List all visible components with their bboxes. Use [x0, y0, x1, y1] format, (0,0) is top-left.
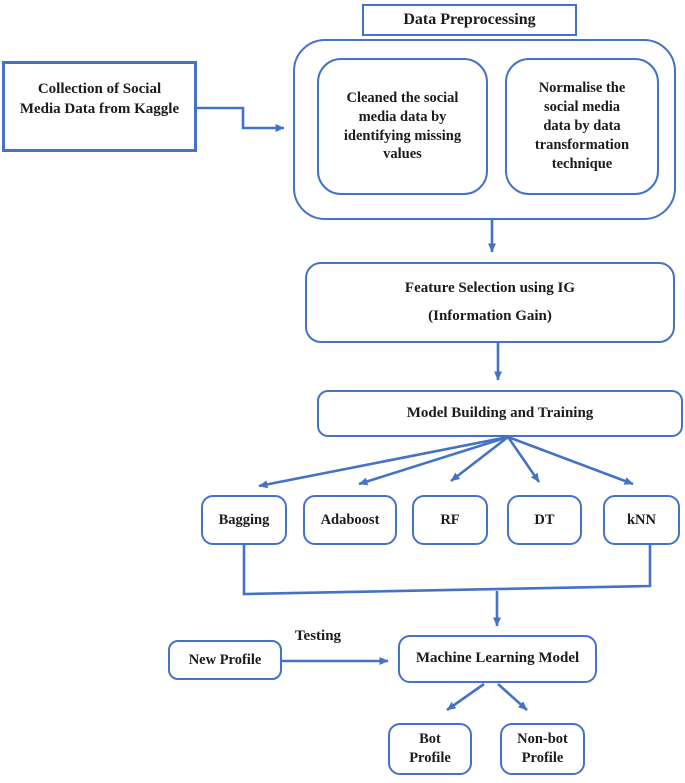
new-profile-box: New Profile — [168, 640, 282, 680]
bot-profile-box: Bot Profile — [388, 723, 472, 775]
classifier-dt-box: DT — [507, 495, 582, 545]
preprocessing-container-box — [293, 39, 676, 220]
arrow-model-to-rf — [450, 435, 509, 483]
feature-selection-box: Feature Selection using IG (Information … — [305, 262, 675, 343]
collection-box: Collection of Social Media Data from Kag… — [2, 61, 197, 152]
arrow-model-to-bagging — [258, 435, 509, 489]
feature-selection-line2: (Information Gain) — [428, 307, 552, 324]
cleaned-data-box: Cleaned the social media data by identif… — [317, 58, 488, 195]
arrow-collection-to-preprocessing — [197, 106, 285, 132]
machine-learning-model-box: Machine Learning Model — [398, 635, 597, 683]
nonbot-profile-box: Non-bot Profile — [500, 723, 585, 775]
classifier-bagging-box: Bagging — [201, 495, 287, 545]
classifier-rf-box: RF — [412, 495, 488, 545]
feature-selection-line1: Feature Selection using IG — [404, 280, 576, 296]
arrow-mlmodel-to-nonbot — [497, 683, 528, 711]
arrow-model-to-knn — [507, 435, 634, 486]
line-classifiers-converge — [242, 535, 652, 596]
data-preprocessing-title-box: Data Preprocessing — [362, 4, 577, 36]
classifier-adaboost-box: Adaboost — [303, 495, 397, 545]
testing-label: Testing — [294, 628, 342, 644]
arrow-model-to-dt — [506, 436, 541, 483]
normalise-data-box: Normalise the social media data by data … — [505, 58, 659, 195]
model-building-box: Model Building and Training — [317, 390, 683, 437]
arrow-mlmodel-to-bot — [446, 682, 485, 712]
arrow-model-to-adaboost — [358, 435, 509, 486]
classifier-knn-box: kNN — [603, 495, 680, 545]
